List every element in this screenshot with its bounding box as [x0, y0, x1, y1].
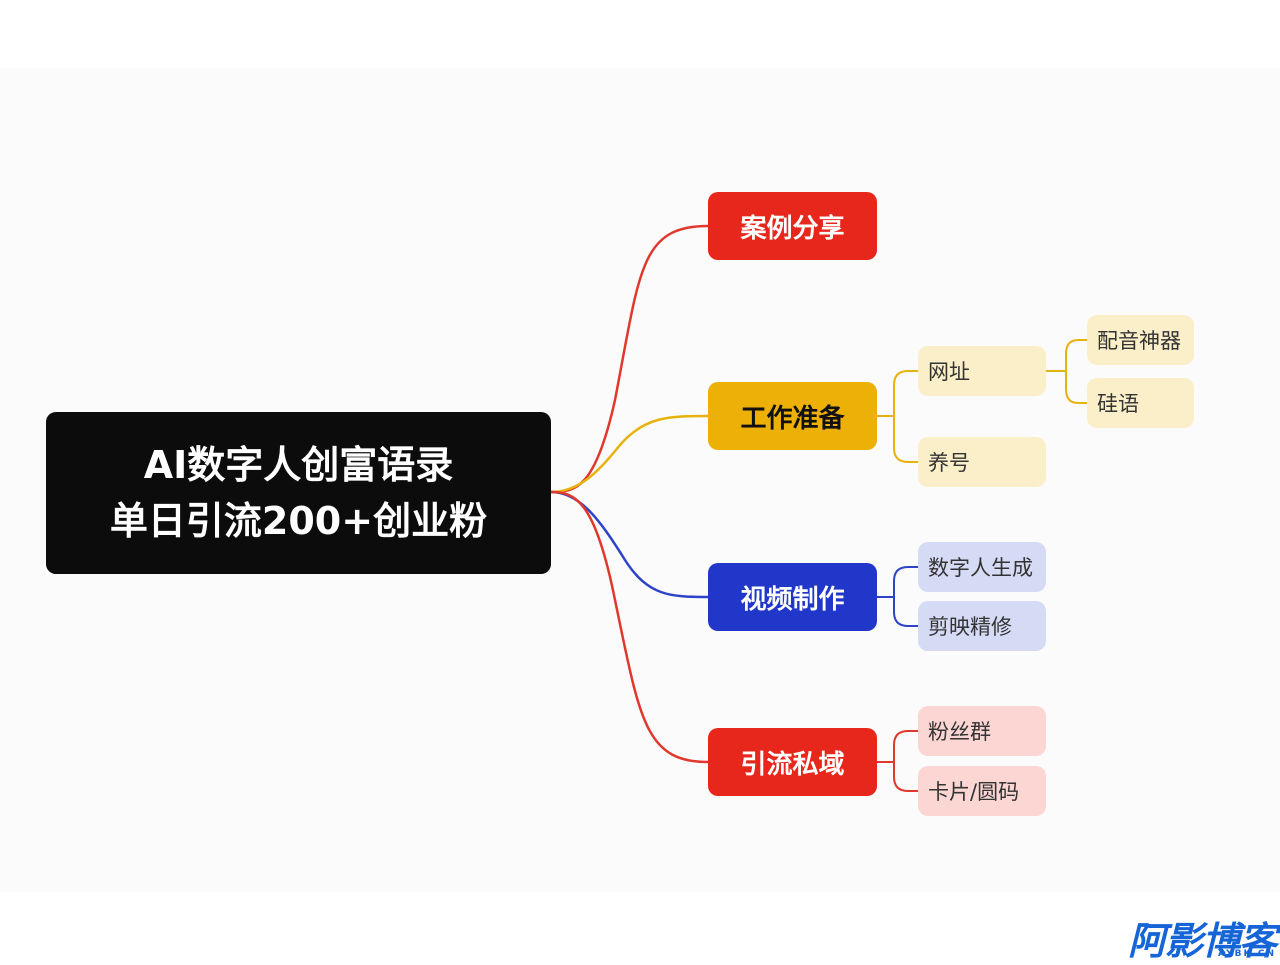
- branch-case-share[interactable]: 案例分享: [708, 192, 877, 260]
- watermark-subtext: AYBK.CN: [1217, 949, 1276, 959]
- leaf-account-nurture[interactable]: 养号: [918, 437, 1046, 487]
- leaf-fan-group[interactable]: 粉丝群: [918, 706, 1046, 756]
- branch-label: 视频制作: [740, 584, 845, 615]
- branch-label: 工作准备: [740, 403, 845, 434]
- leaf-guiyu[interactable]: 硅语: [1087, 378, 1194, 428]
- leaf-label: 卡片/圆码: [928, 780, 1020, 804]
- branch-video-production[interactable]: 视频制作: [708, 563, 877, 631]
- connector-traffic: [550, 490, 709, 764]
- branch-label: 引流私域: [740, 749, 845, 780]
- branch-private-traffic[interactable]: 引流私域: [708, 728, 877, 796]
- watermark-text: 阿影博客: [1127, 919, 1277, 963]
- leaf-label: 网址: [928, 360, 970, 384]
- leaf-card-code[interactable]: 卡片/圆码: [918, 766, 1046, 816]
- leaf-label: 养号: [928, 451, 970, 475]
- leaf-website[interactable]: 网址: [918, 346, 1046, 396]
- leaf-label: 剪映精修: [928, 615, 1012, 639]
- branch-label: 案例分享: [740, 213, 845, 244]
- leaf-digital-human-gen[interactable]: 数字人生成: [918, 542, 1046, 592]
- watermark-logo: 阿影博客 AYBK.CN: [1084, 910, 1280, 963]
- leaf-label: 粉丝群: [928, 720, 991, 744]
- root-node[interactable]: AI数字人创富语录 单日引流200+创业粉: [46, 412, 551, 574]
- leaf-label: 硅语: [1097, 392, 1139, 416]
- leaf-capcut-edit[interactable]: 剪映精修: [918, 601, 1046, 651]
- connector-prep: [550, 414, 709, 494]
- leaf-label: 配音神器: [1097, 329, 1181, 353]
- root-title-line2: 单日引流200+创业粉: [109, 499, 488, 543]
- leaf-dubbing-tool[interactable]: 配音神器: [1087, 315, 1194, 365]
- connector-case: [550, 224, 709, 494]
- branch-work-prep[interactable]: 工作准备: [708, 382, 877, 450]
- root-title-line1: AI数字人创富语录: [143, 443, 454, 487]
- connector-video: [550, 490, 709, 599]
- leaf-label: 数字人生成: [928, 556, 1033, 580]
